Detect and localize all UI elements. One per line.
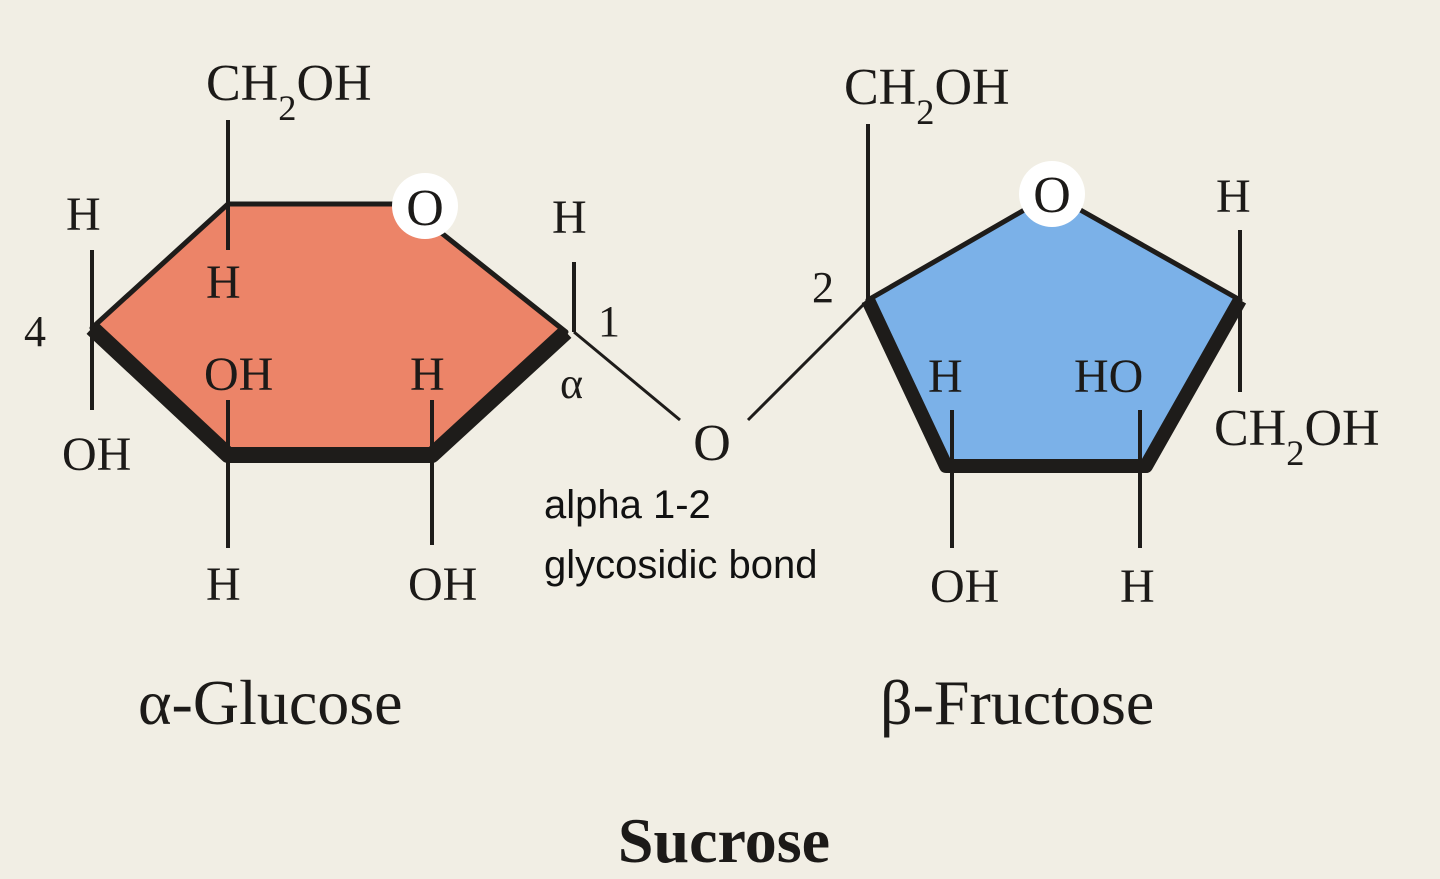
- fructose-name: β-Fructose: [880, 667, 1154, 738]
- bond-label-line1: alpha 1-2: [544, 483, 711, 527]
- glucose-c1-number: 1: [598, 297, 620, 346]
- glucose-name: α-Glucose: [138, 667, 403, 738]
- glucose-ring-oxygen: O: [406, 180, 444, 237]
- diagram-title: Sucrose: [618, 805, 830, 876]
- fructose-ring-oxygen: O: [1033, 167, 1071, 224]
- fructose-c2-number: 2: [812, 263, 834, 312]
- glucose-c4-h: H: [66, 188, 101, 241]
- glucose-c3-h: H: [206, 558, 241, 611]
- glucose-c4-number: 4: [24, 307, 46, 356]
- fructose-c6-group: CH2OH: [1214, 400, 1380, 473]
- fructose-c4-ho: HO: [1074, 350, 1143, 403]
- fructose-c3-oh: OH: [930, 560, 999, 613]
- bond-label-line2: glycosidic bond: [544, 543, 818, 587]
- bridge-oxygen: O: [693, 415, 731, 472]
- glucose-c1-h: H: [552, 191, 587, 244]
- fructose-front-edge: [861, 296, 1247, 473]
- glucose-c3-oh: OH: [204, 348, 273, 401]
- glucose-ring: [89, 201, 569, 458]
- fructose-c4-h: H: [1120, 560, 1155, 613]
- glucose-c2-oh: OH: [408, 558, 477, 611]
- fructose-c5-h: H: [1216, 170, 1251, 223]
- glycosidic-bond-right: [746, 298, 870, 422]
- fructose-c3-h: H: [928, 350, 963, 403]
- fructose-c1-group: CH2OH: [844, 59, 1010, 132]
- glucose-anomer-symbol: α: [560, 359, 583, 408]
- glycosidic-bond-left: [573, 330, 681, 422]
- glucose-front-edge: [86, 322, 572, 463]
- glucose-c4-oh: OH: [62, 428, 131, 481]
- glucose-c2-h: H: [410, 348, 445, 401]
- fructose-ring-oxygen-gap: [1019, 161, 1085, 227]
- glucose-c6-group: CH2OH: [206, 55, 372, 128]
- glucose-ring-oxygen-gap: [392, 173, 458, 239]
- glucose-c5-h: H: [206, 256, 241, 309]
